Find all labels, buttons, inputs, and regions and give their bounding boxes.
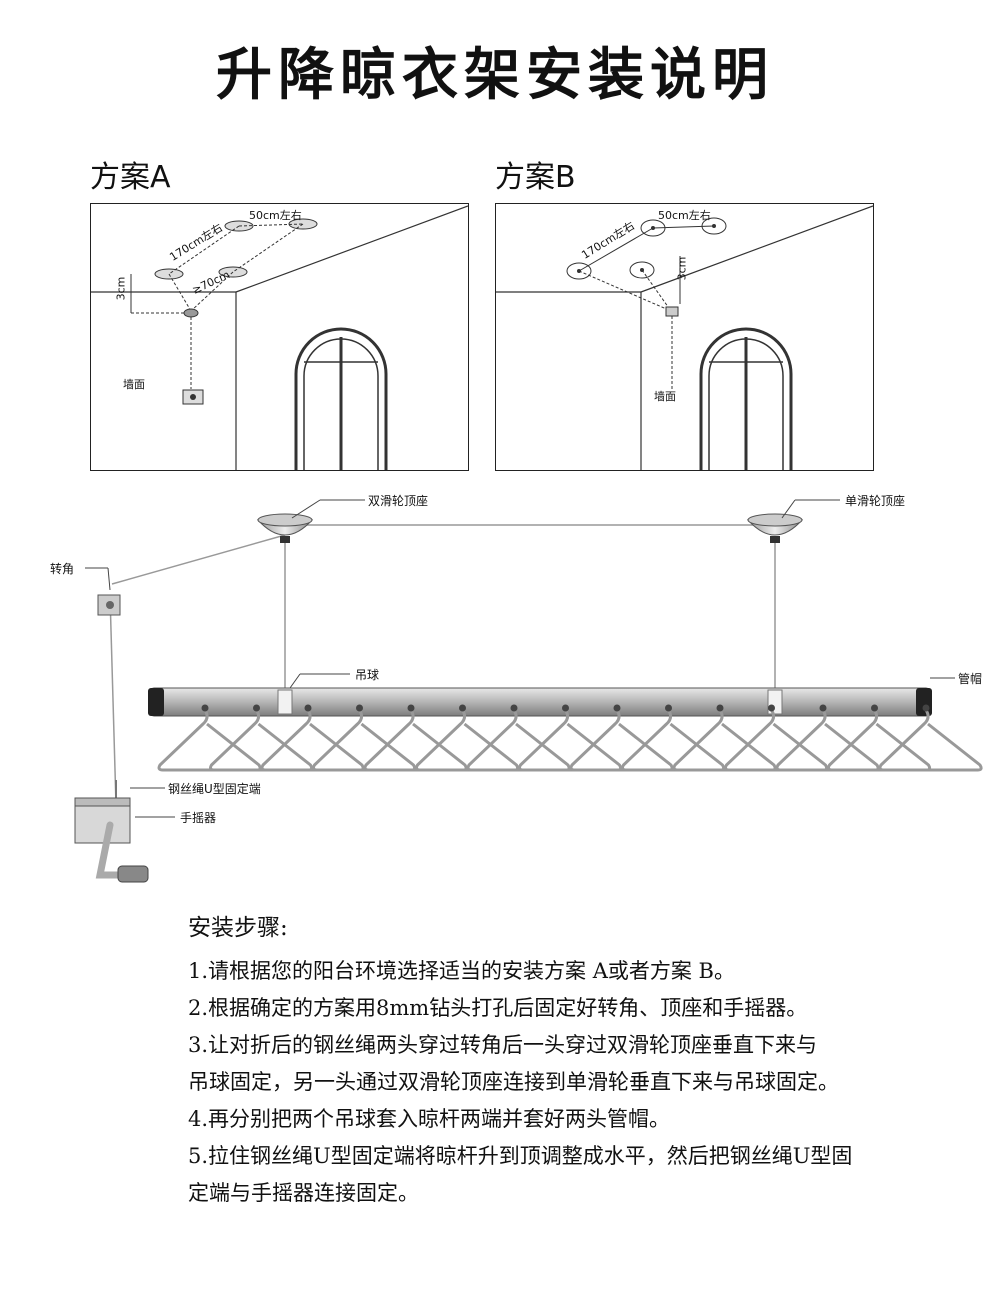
plan-a-panel: 50cm左右 170cm左右 ≥70cm 3cm 墙面 xyxy=(90,203,469,471)
plan-b-width-dim: 50cm左右 xyxy=(658,209,711,222)
hanger-icon xyxy=(724,704,829,772)
plan-b-panel: 50cm左右 170cm左右 3cm 墙面 xyxy=(495,203,874,471)
plan-a-drawing xyxy=(91,205,468,470)
single-pulley-icon xyxy=(746,513,804,543)
hanging-ball-label: 吊球 xyxy=(355,668,380,682)
hanger-icon xyxy=(827,704,932,772)
plan-a-label: 方案A xyxy=(90,160,171,195)
pipe-cap-label: 管帽 xyxy=(958,672,983,686)
crank-handle-icon xyxy=(74,780,149,883)
hanger-icon xyxy=(209,704,314,772)
double-pulley-icon xyxy=(256,513,314,543)
hanger-icon xyxy=(775,704,880,772)
step-line: 1.请根据您的阳台环境选择适当的安装方案 A或者方案 B。 xyxy=(188,959,735,983)
hanger-icon xyxy=(518,704,623,772)
hanger-icon xyxy=(363,704,468,772)
plan-b-drawing xyxy=(496,205,873,470)
step-line: 3.让对折后的钢丝绳两头穿过转角后一头穿过双滑轮顶座垂直下来与 xyxy=(188,1033,818,1057)
step-line: 2.根据确定的方案用8mm钻头打孔后固定好转角、顶座和手摇器。 xyxy=(188,996,808,1020)
plan-b-wall-label: 墙面 xyxy=(654,390,676,403)
hanger-icon xyxy=(621,704,726,772)
install-steps: 安装步骤: 1.请根据您的阳台环境选择适当的安装方案 A或者方案 B。 2.根据… xyxy=(188,910,968,1212)
step-line: 定端与手摇器连接固定。 xyxy=(188,1181,419,1205)
hanger-icon xyxy=(878,704,983,772)
hanger-icon xyxy=(569,704,674,772)
hanging-ball-left xyxy=(277,689,293,715)
step-line: 5.拉住钢丝绳U型固定端将晾杆升到顶调整成水平，然后把钢丝绳U型固 xyxy=(188,1144,853,1168)
plan-a-drop-dim: 3cm xyxy=(114,276,128,301)
hanger-icon xyxy=(415,704,520,772)
pipe-cap-left xyxy=(148,688,164,716)
corner-label: 转角 xyxy=(50,562,75,576)
hanger-row xyxy=(157,704,983,772)
hanger-icon xyxy=(466,704,571,772)
assembly-diagram xyxy=(74,499,983,883)
hanger-icon xyxy=(260,704,365,772)
u-clamp-label: 钢丝绳U型固定端 xyxy=(168,782,261,796)
page-title: 升降晾衣架安装说明 xyxy=(216,43,774,108)
single-pulley-label: 单滑轮顶座 xyxy=(845,494,906,508)
step-line: 4.再分别把两个吊球套入晾杆两端并套好两头管帽。 xyxy=(188,1107,671,1131)
double-pulley-label: 双滑轮顶座 xyxy=(368,494,429,508)
plan-b-drop-dim: 3cm xyxy=(675,256,689,281)
crank-label: 手摇器 xyxy=(180,811,217,825)
hanger-icon xyxy=(157,704,262,772)
step-line: 吊球固定，另一头通过双滑轮顶座连接到单滑轮垂直下来与吊球固定。 xyxy=(188,1070,839,1094)
plan-a-width-dim: 50cm左右 xyxy=(249,209,302,222)
corner-bracket-icon xyxy=(97,594,121,616)
plan-a-wall-label: 墙面 xyxy=(123,378,145,391)
steps-heading: 安装步骤: xyxy=(188,915,288,941)
hanger-icon xyxy=(672,704,777,772)
pipe-cap-right xyxy=(916,688,932,716)
hanger-icon xyxy=(312,704,417,772)
plan-b-label: 方案B xyxy=(495,160,576,195)
